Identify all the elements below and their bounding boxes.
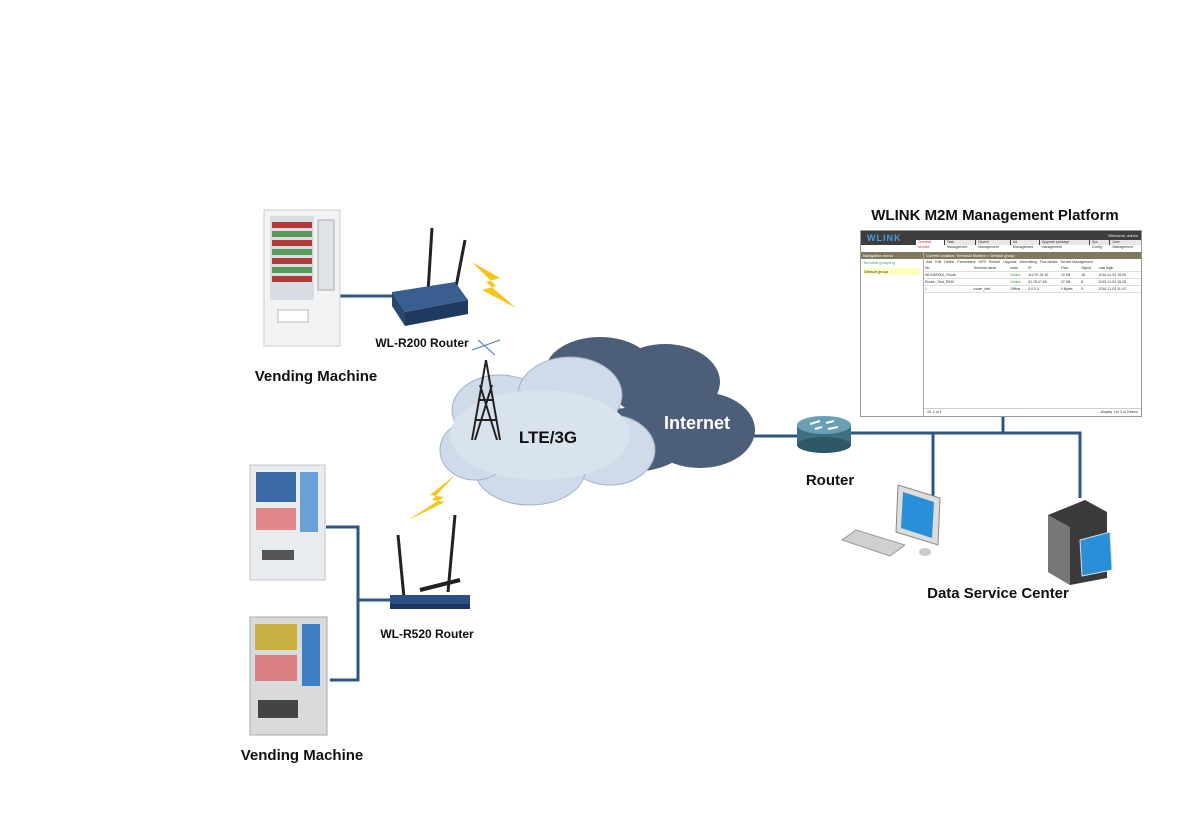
label-data-service-center: Data Service Center [927, 585, 1069, 602]
platform-header: WLINK Welcome: admin Terminal Monitor Ta… [861, 231, 1141, 249]
cell-tower-icon [471, 339, 501, 441]
cell: 18 [1080, 271, 1098, 279]
cell: 0 [1080, 285, 1098, 293]
vending-machine-bottom-1-icon [249, 464, 326, 581]
nav-default-group[interactable]: Default group [863, 268, 921, 275]
label-vending-machine-top: Vending Machine [254, 368, 378, 385]
toolbar-device-management[interactable]: Device Management [1060, 260, 1093, 264]
computer-icon [840, 484, 941, 557]
core-router-icon [797, 416, 851, 453]
tab-ad-management[interactable]: Ad Management [1010, 240, 1039, 249]
toolbar-parameters[interactable]: Parameters [957, 260, 976, 264]
cell: 2016-11-03 11:42 [1097, 285, 1141, 293]
cell: 2016-11-04 15:28 [1097, 278, 1141, 286]
toolbar-advertising[interactable]: Advertising [1019, 260, 1037, 264]
content-panel: Current location: Terminal Monitor > Def… [924, 252, 1141, 416]
label-router: Router [805, 472, 855, 489]
management-platform-screenshot: WLINK Welcome: admin Terminal Monitor Ta… [860, 230, 1142, 417]
terminal-table: No. Terminal name state IP Flow Signal L… [924, 265, 1141, 293]
col-state: state [1009, 265, 1028, 272]
wl-r520-router-icon [390, 514, 470, 609]
toolbar-add[interactable]: Add [926, 260, 933, 264]
cell: 2016-11-04 15:28 [1097, 271, 1141, 279]
table-header: No. Terminal name state IP Flow Signal L… [924, 265, 1141, 272]
col-signal: Signal [1080, 265, 1098, 272]
cell [972, 278, 1010, 286]
platform-tabs: Terminal Monitor Task Management Device … [916, 240, 1141, 249]
col-terminal-name: Terminal name [972, 265, 1010, 272]
tab-device-management[interactable]: Device Management [976, 240, 1010, 249]
col-ip: IP [1027, 265, 1060, 272]
toolbar-restart[interactable]: Restart [988, 260, 1001, 264]
cell: 112.97.24.90 [1027, 271, 1060, 279]
cell: 61.78.47.89 [1027, 278, 1060, 286]
label-lte-3g: LTE/3G [518, 428, 578, 447]
label-wl-r200-router: WL-R200 Router [375, 336, 469, 350]
toolbar-edit[interactable]: Edit [935, 260, 942, 264]
pagination: 15 1 of 1 Display 1 to 3 of 3 items [924, 408, 1141, 416]
col-no: No. [924, 265, 973, 272]
label-wl-r520-router: WL-R520 Router [380, 627, 474, 641]
wlink-logo: WLINK [867, 233, 902, 243]
cell: 0 Bytes [1059, 285, 1081, 293]
cell: Online [1009, 271, 1028, 279]
wl-r200-router-icon [392, 227, 468, 326]
line-router-lan [850, 416, 1082, 498]
nav-terminal-grouping[interactable]: Terminal grouping [863, 260, 895, 265]
cell: WLINKR001_Route [924, 271, 973, 279]
tab-upgrade-package[interactable]: Upgrade package management [1039, 240, 1089, 249]
label-vending-machine-bottom: Vending Machine [240, 747, 364, 764]
cell: Router_Test_R200 [924, 278, 973, 286]
cell: 0.0.0.0 [1027, 285, 1060, 293]
toolbar-delete[interactable]: Delete [944, 260, 955, 264]
nav-title: Navigation menu [861, 252, 923, 259]
tab-terminal-monitor[interactable]: Terminal Monitor [916, 240, 944, 249]
cell: Online [1009, 278, 1028, 286]
connection-lines [326, 294, 1082, 682]
cell: 10 KB [1059, 271, 1081, 279]
display-count: Display 1 to 3 of 3 items [1100, 410, 1138, 414]
page-input[interactable]: 1 [932, 410, 935, 414]
navigation-panel: Navigation menu Terminal grouping Defaul… [861, 252, 924, 416]
tab-sys-config[interactable]: Sys Config [1089, 240, 1110, 249]
cell: 1 [924, 285, 973, 293]
toolbar-gps[interactable]: GPS [978, 260, 986, 264]
cell [972, 271, 1010, 279]
col-last-login: Last login [1097, 265, 1141, 272]
tab-task-management[interactable]: Task Management [944, 240, 976, 249]
toolbar-flux-details[interactable]: Flux details [1039, 260, 1058, 264]
page-size-select[interactable]: 15 [927, 410, 931, 414]
vending-machine-top-icon [263, 209, 341, 347]
line-vending-r520 [326, 525, 392, 682]
platform-title: WLINK M2M Management Platform [871, 207, 1119, 224]
cell: 37 KB [1059, 278, 1081, 286]
col-flow: Flow [1059, 265, 1081, 272]
lightning-bolt-icon [408, 475, 455, 520]
page-of: of 1 [935, 410, 942, 414]
lightning-bolt-icon [472, 262, 516, 308]
current-location: Current location: Terminal Monitor > Def… [924, 252, 1141, 259]
server-icon [1048, 500, 1113, 585]
tab-user-management[interactable]: User Management [1110, 240, 1141, 249]
vending-machine-bottom-2-icon [249, 616, 328, 736]
welcome-text: Welcome: admin [1108, 233, 1138, 238]
toolbar-upgrade[interactable]: Upgrade [1003, 260, 1017, 264]
label-internet: Internet [663, 413, 731, 433]
cell: 8 [1080, 278, 1098, 286]
cell: router_test [972, 285, 1010, 293]
cell: Offline [1009, 285, 1028, 293]
toolbar: Add Edit Delete Parameters GPS Restart U… [924, 259, 1141, 265]
